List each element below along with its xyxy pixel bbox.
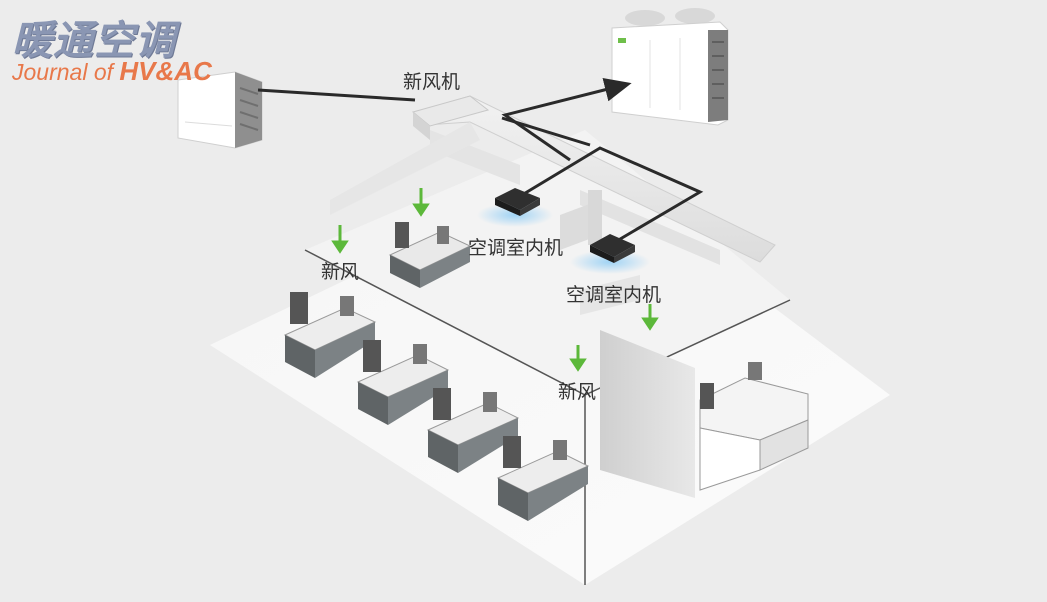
outdoor-unit-right	[611, 8, 729, 126]
indoor-unit-2	[570, 234, 650, 274]
label-indoor-unit-2: 空调室内机	[566, 284, 662, 306]
air-duct-network	[330, 95, 776, 315]
journal-logo: 暖通空调 Journal of HV&AC	[12, 8, 282, 87]
logo-english-bold: HV&AC	[119, 56, 212, 86]
outdoor-unit-left	[177, 71, 263, 149]
logo-chinese-title: 暖通空调	[12, 18, 176, 64]
label-fresh-air-center: 新风	[558, 381, 597, 403]
back-room-workstations	[388, 222, 472, 288]
logo-english-prefix: Journal of	[12, 59, 120, 85]
fresh-air-unit	[411, 95, 490, 140]
partition-wall	[600, 330, 695, 498]
logo-english-title: Journal of HV&AC	[12, 56, 212, 87]
label-fresh-air-unit: 新风机	[403, 71, 461, 93]
refrigerant-piping	[257, 78, 704, 247]
reception-desk	[699, 362, 809, 491]
fresh-air-arrows	[331, 188, 659, 372]
indoor-unit-1	[477, 188, 553, 227]
front-workstations	[283, 292, 590, 521]
label-indoor-unit-1: 空调室内机	[468, 237, 564, 259]
label-fresh-air-left: 新风	[321, 261, 360, 283]
